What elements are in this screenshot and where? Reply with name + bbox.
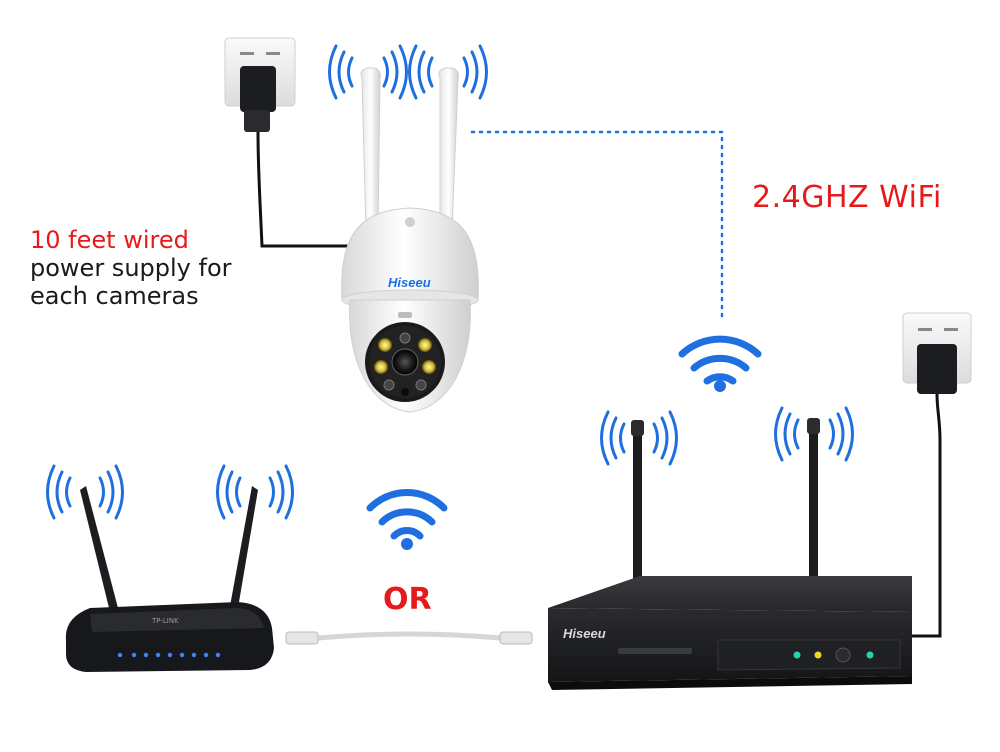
nvr-recorder: [548, 576, 912, 690]
ptz-camera: [341, 207, 479, 413]
camera-antenna-right: [438, 67, 459, 233]
wifi-band-label: 2.4GHZ WiFi: [752, 180, 942, 215]
signal-waves-icon: [46, 464, 124, 520]
signal-waves-icon: [774, 406, 854, 462]
each-camera-label: each cameras: [30, 282, 199, 310]
wifi-icon: [678, 335, 762, 392]
wifi-icon: [366, 489, 448, 550]
or-label: OR: [383, 582, 432, 617]
power-adapter: [912, 344, 957, 638]
router-brand-logo: TP-LINK: [151, 617, 179, 625]
wifi-link-path: [470, 130, 724, 320]
signal-waves-icon: [328, 44, 408, 100]
router-antenna-right: [230, 486, 258, 608]
power-supply-note: 10 feet wired power supply for each came…: [30, 226, 232, 310]
nvr-brand-logo: Hiseeu: [563, 626, 606, 641]
cable-length-label: 10 feet wired: [30, 226, 189, 254]
router-antenna-left: [80, 486, 118, 612]
camera-brand-logo: Hiseeu: [388, 275, 431, 290]
wifi-router: [65, 602, 274, 672]
signal-waves-icon: [600, 410, 678, 466]
camera-antenna-left: [360, 67, 381, 233]
signal-waves-icon: [408, 44, 488, 100]
ethernet-cable: [285, 631, 533, 645]
nvr-antenna-right: [807, 418, 820, 580]
power-supply-label: power supply for: [30, 254, 232, 282]
nvr-antenna-left: [631, 420, 644, 582]
power-adapter: [240, 66, 350, 248]
signal-waves-icon: [216, 464, 294, 520]
